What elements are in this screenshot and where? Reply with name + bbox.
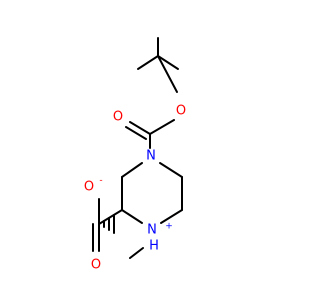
bond-oxygen-to-carbonyl-carbon xyxy=(149,119,175,135)
atom-o-carboxylate-double: O xyxy=(91,258,101,273)
atom-o-carbamate: O xyxy=(113,110,123,125)
bond-methyl-right xyxy=(157,55,179,70)
stereo-hash-wedge xyxy=(103,214,115,234)
bond-c-lower-right-to-nh xyxy=(160,209,183,224)
bonds xyxy=(92,37,183,259)
atom-o-carboxylate-anion: O xyxy=(84,180,94,195)
bond-nh-to-methyl xyxy=(129,247,144,259)
atom-n-protonated-charge: + xyxy=(165,222,173,232)
molecule-structure: O O N N H + O - O xyxy=(84,37,186,273)
bond-nh-to-c-alpha xyxy=(121,209,143,224)
atom-o-ether: O xyxy=(176,104,186,119)
bond-carbonyl-double-1 xyxy=(129,121,151,135)
atom-n-boc: N xyxy=(146,149,156,164)
bond-tbutyl-to-oxygen xyxy=(157,55,178,93)
atom-n-protonated: N xyxy=(147,223,157,238)
bond-n-top-to-c-right xyxy=(159,162,183,178)
bond-c-left-to-n-top xyxy=(121,162,143,178)
atom-labels: O O N N H + O - O xyxy=(84,104,186,273)
atom-n-protonated-h: H xyxy=(149,239,159,254)
atom-o-carboxylate-anion-charge: - xyxy=(99,176,102,186)
bond-methyl-left xyxy=(137,55,159,70)
bond-carbonyl-double-2 xyxy=(125,126,147,140)
bond-c-alpha-to-carboxyl-c xyxy=(98,209,123,225)
